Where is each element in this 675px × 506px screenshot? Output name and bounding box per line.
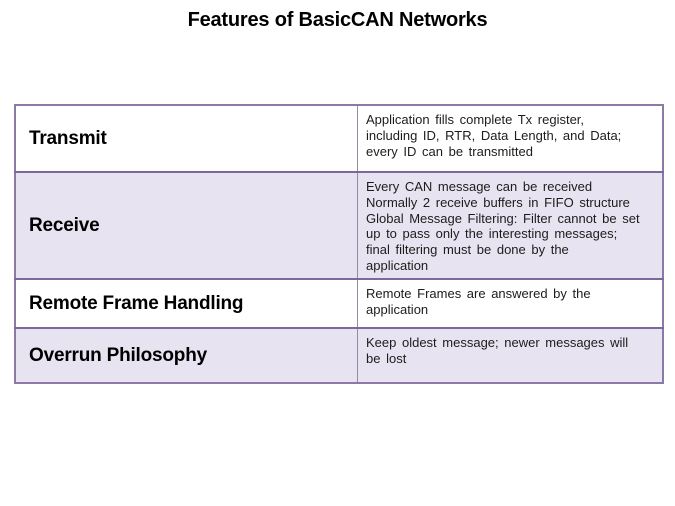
feature-name-cell: Remote Frame Handling	[15, 279, 358, 328]
feature-description-cell: Every CAN message can be received Normal…	[366, 179, 640, 273]
page-title: Features of BasicCAN Networks	[187, 9, 488, 31]
feature-description-cell: Keep oldest message; newer messages will…	[366, 335, 629, 366]
table-row: Receive Every CAN message can be receive…	[15, 172, 663, 279]
feature-name-cell: Receive	[15, 172, 358, 279]
feature-description-cell: Remote Frames are answered by the applic…	[366, 286, 591, 317]
feature-name-cell: Transmit	[15, 105, 358, 172]
table-row: Remote Frame Handling Remote Frames are …	[15, 279, 663, 328]
table-row: Overrun Philosophy Keep oldest message; …	[15, 328, 663, 383]
feature-description-cell: Application fills complete Tx register, …	[366, 112, 622, 159]
features-table: Transmit Application fills complete Tx r…	[14, 104, 664, 384]
feature-name-cell: Overrun Philosophy	[15, 328, 358, 383]
table-row: Transmit Application fills complete Tx r…	[15, 105, 663, 172]
